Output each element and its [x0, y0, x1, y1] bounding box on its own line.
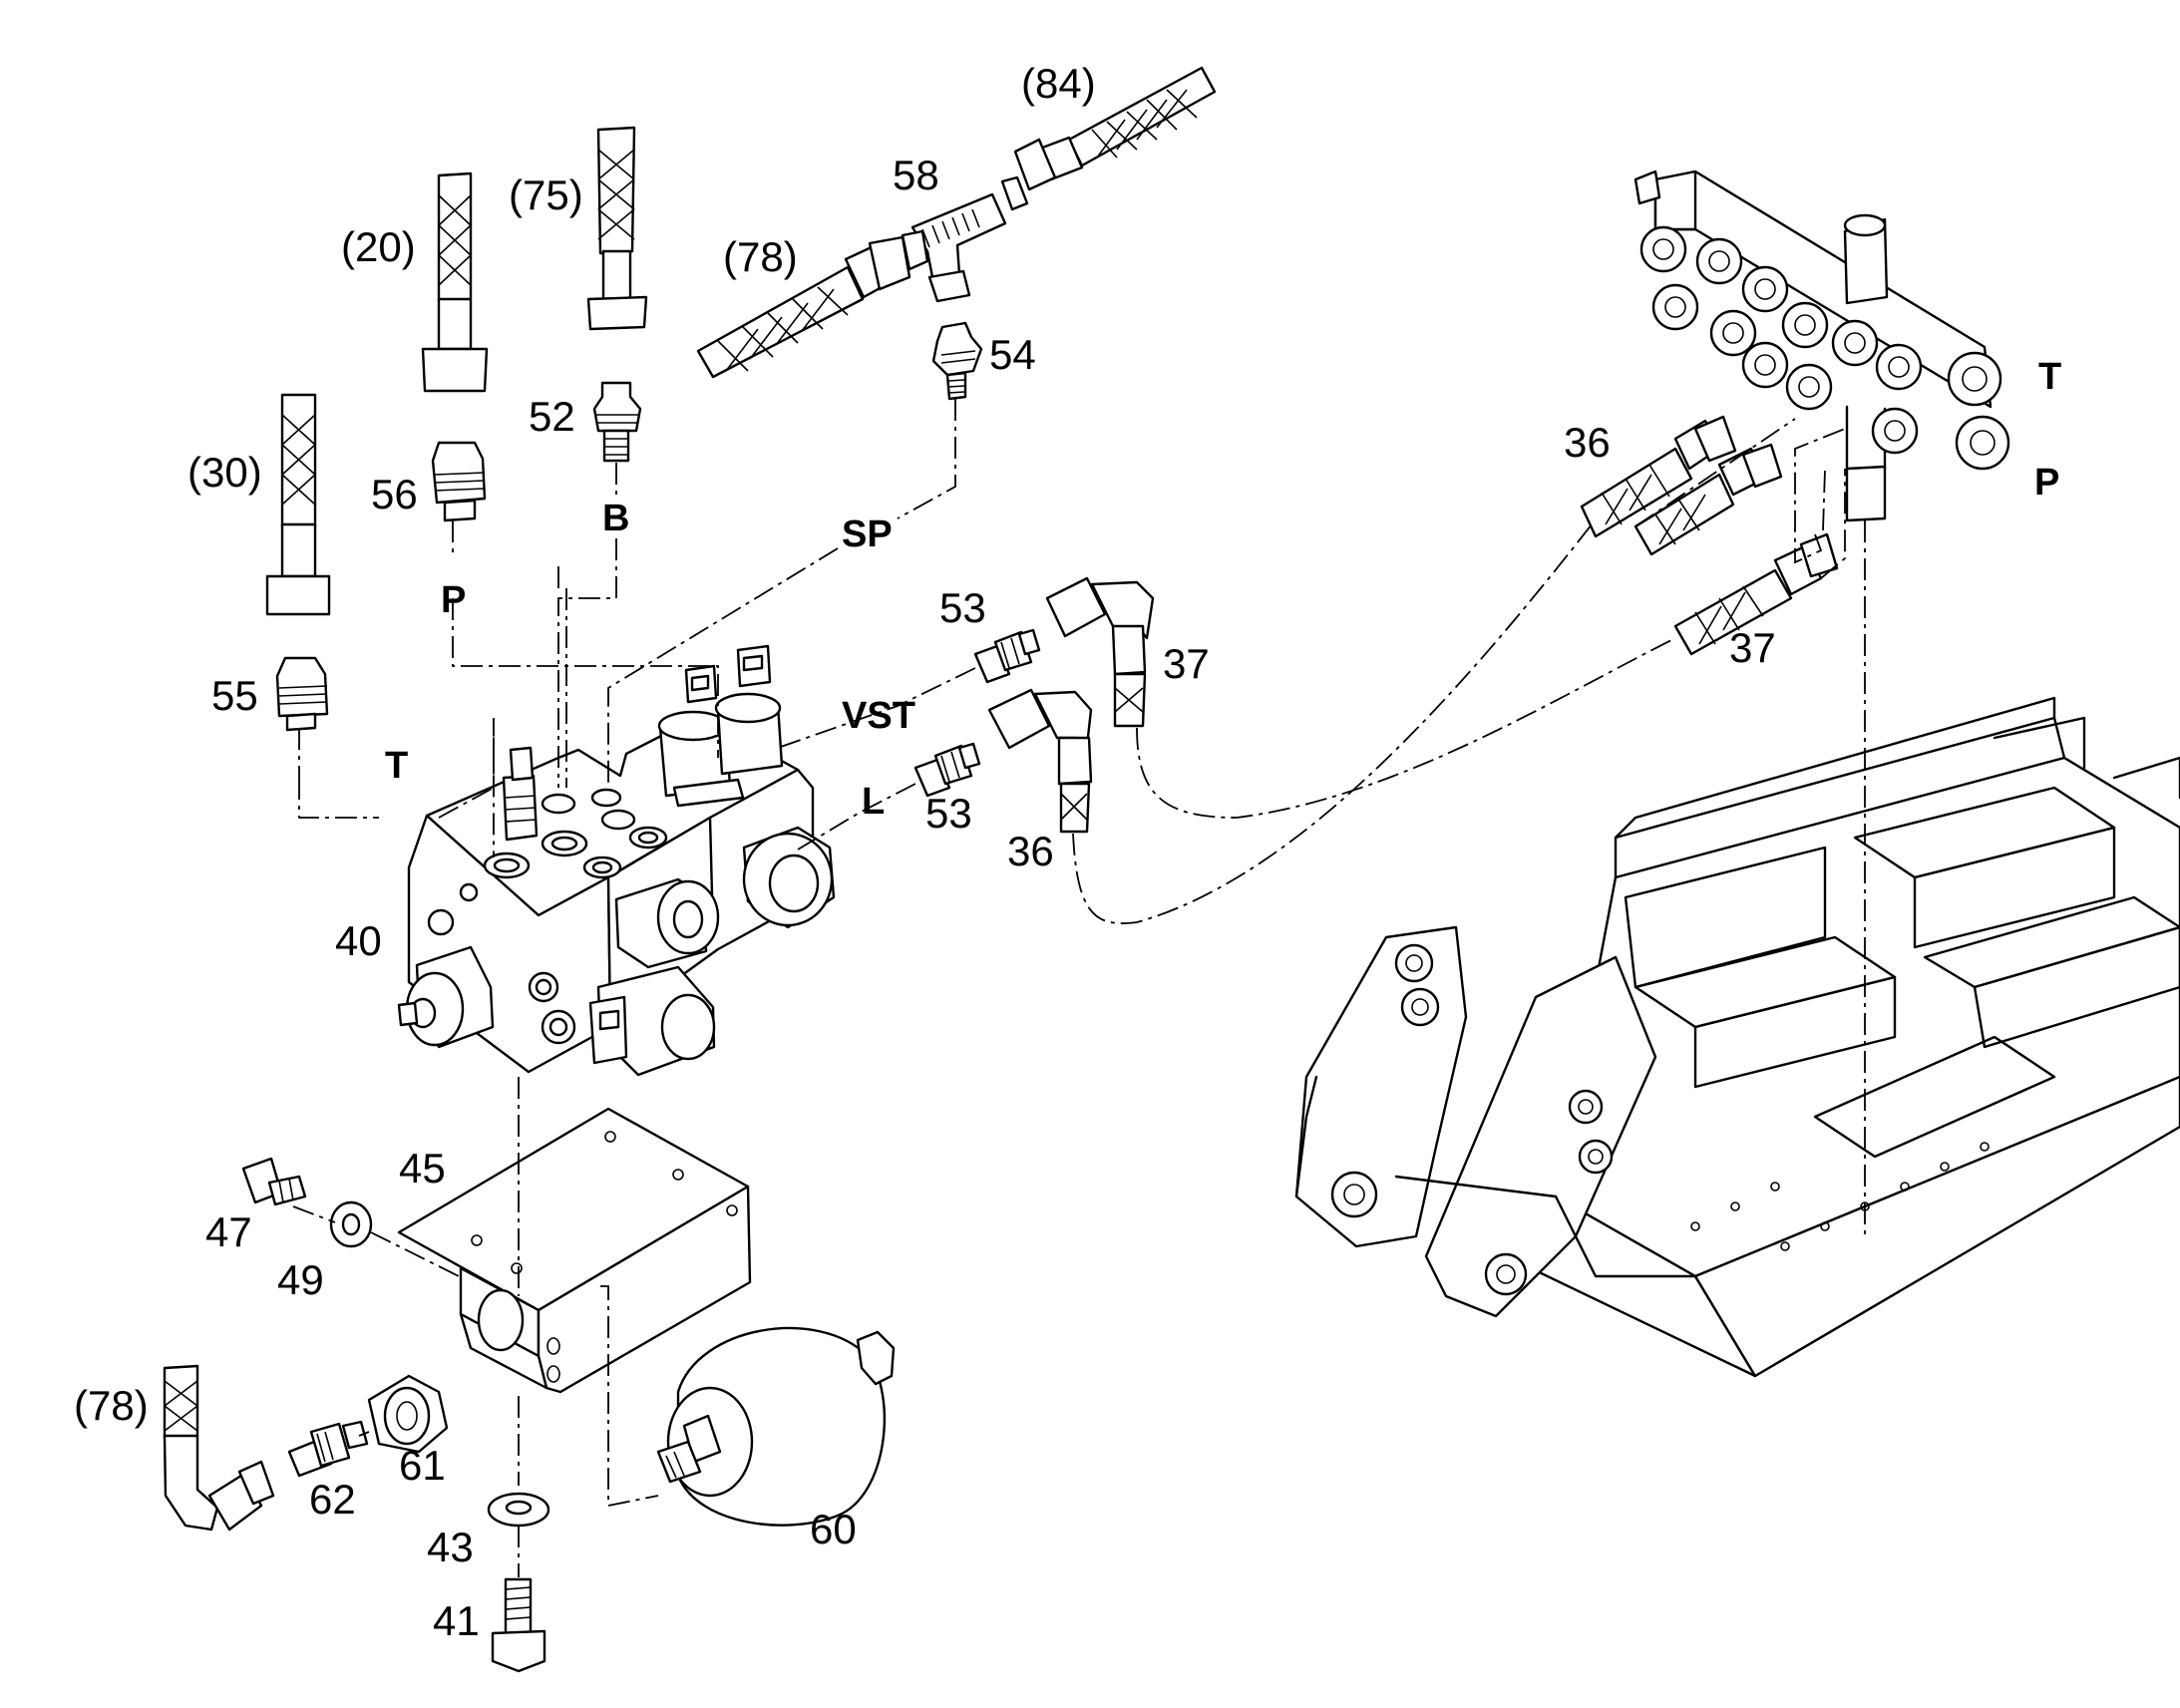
hose-75[interactable] — [586, 126, 648, 331]
adapter-52[interactable] — [592, 381, 642, 463]
label-47: 47 — [205, 1208, 252, 1255]
label-78-top: (78) — [723, 233, 798, 280]
label-52: 52 — [529, 393, 575, 440]
label-61: 61 — [399, 1442, 446, 1489]
port-L: L — [862, 781, 885, 823]
label-58: 58 — [893, 152, 939, 198]
bracket-45[interactable] — [397, 1107, 752, 1394]
label-75: (75) — [509, 171, 583, 218]
label-43: 43 — [427, 1524, 474, 1570]
machine-frame — [1294, 696, 2180, 1378]
label-20: (20) — [341, 223, 416, 270]
fitting-62[interactable] — [287, 1420, 369, 1478]
connection-leaders — [292, 399, 1866, 1577]
label-54: 54 — [989, 331, 1036, 378]
label-53-upper: 53 — [939, 584, 986, 631]
hose-30[interactable] — [265, 393, 331, 616]
tee-fitting-58[interactable] — [910, 175, 1029, 303]
port-VST: VST — [842, 695, 915, 737]
manifold-fittings[interactable] — [1639, 225, 2010, 471]
elbow-37[interactable] — [1045, 576, 1155, 728]
hose-78-top[interactable] — [696, 229, 929, 379]
label-55: 55 — [211, 672, 258, 719]
label-62: 62 — [309, 1476, 356, 1523]
label-36-upper: 36 — [1564, 419, 1611, 466]
label-36-lower: 36 — [1007, 828, 1054, 874]
label-56: 56 — [371, 471, 418, 517]
label-45: 45 — [399, 1145, 446, 1192]
washer-49[interactable] — [329, 1200, 373, 1248]
port-B: B — [602, 498, 629, 539]
hose-20[interactable] — [421, 171, 489, 393]
label-60: 60 — [810, 1506, 857, 1552]
label-41: 41 — [433, 1597, 480, 1644]
hose-84[interactable] — [1013, 66, 1217, 191]
port-T-manifold: T — [2038, 356, 2061, 398]
adapter-53-upper[interactable] — [973, 628, 1041, 684]
label-49: 49 — [277, 1256, 324, 1303]
label-53-lower: 53 — [925, 790, 972, 837]
label-30: (30) — [187, 449, 262, 496]
adapter-56[interactable] — [431, 441, 487, 522]
hose-36-upper[interactable] — [1580, 415, 1783, 556]
port-SP: SP — [842, 513, 893, 555]
label-84: (84) — [1021, 60, 1096, 107]
nut-61[interactable] — [367, 1374, 449, 1454]
label-37-right: 37 — [1729, 624, 1776, 671]
label-78-bottom: (78) — [74, 1382, 149, 1429]
accumulator-60[interactable] — [656, 1326, 896, 1527]
adapter-55[interactable] — [275, 656, 329, 732]
valve-block-40[interactable] — [397, 644, 836, 1077]
adapter-53-lower[interactable] — [913, 742, 981, 798]
port-P-manifold: P — [2034, 462, 2059, 504]
elbow-36[interactable] — [987, 688, 1093, 834]
washer-43[interactable] — [487, 1492, 550, 1528]
label-40: 40 — [335, 917, 382, 964]
hose-37-right[interactable] — [1673, 532, 1839, 656]
part-labels: (84) 58 (75) (20) (78) 54 52 (30) 56 53 … — [74, 60, 1776, 1644]
label-37-upper: 37 — [1163, 640, 1210, 687]
port-labels: B P SP T VST L T P — [385, 356, 2061, 823]
bolt-41[interactable] — [491, 1577, 546, 1673]
port-P-valve: P — [441, 579, 466, 621]
hose-78-bottom[interactable] — [163, 1364, 275, 1532]
port-T-valve: T — [385, 745, 408, 787]
adapter-54[interactable] — [931, 321, 983, 401]
screw-47[interactable] — [241, 1157, 307, 1206]
